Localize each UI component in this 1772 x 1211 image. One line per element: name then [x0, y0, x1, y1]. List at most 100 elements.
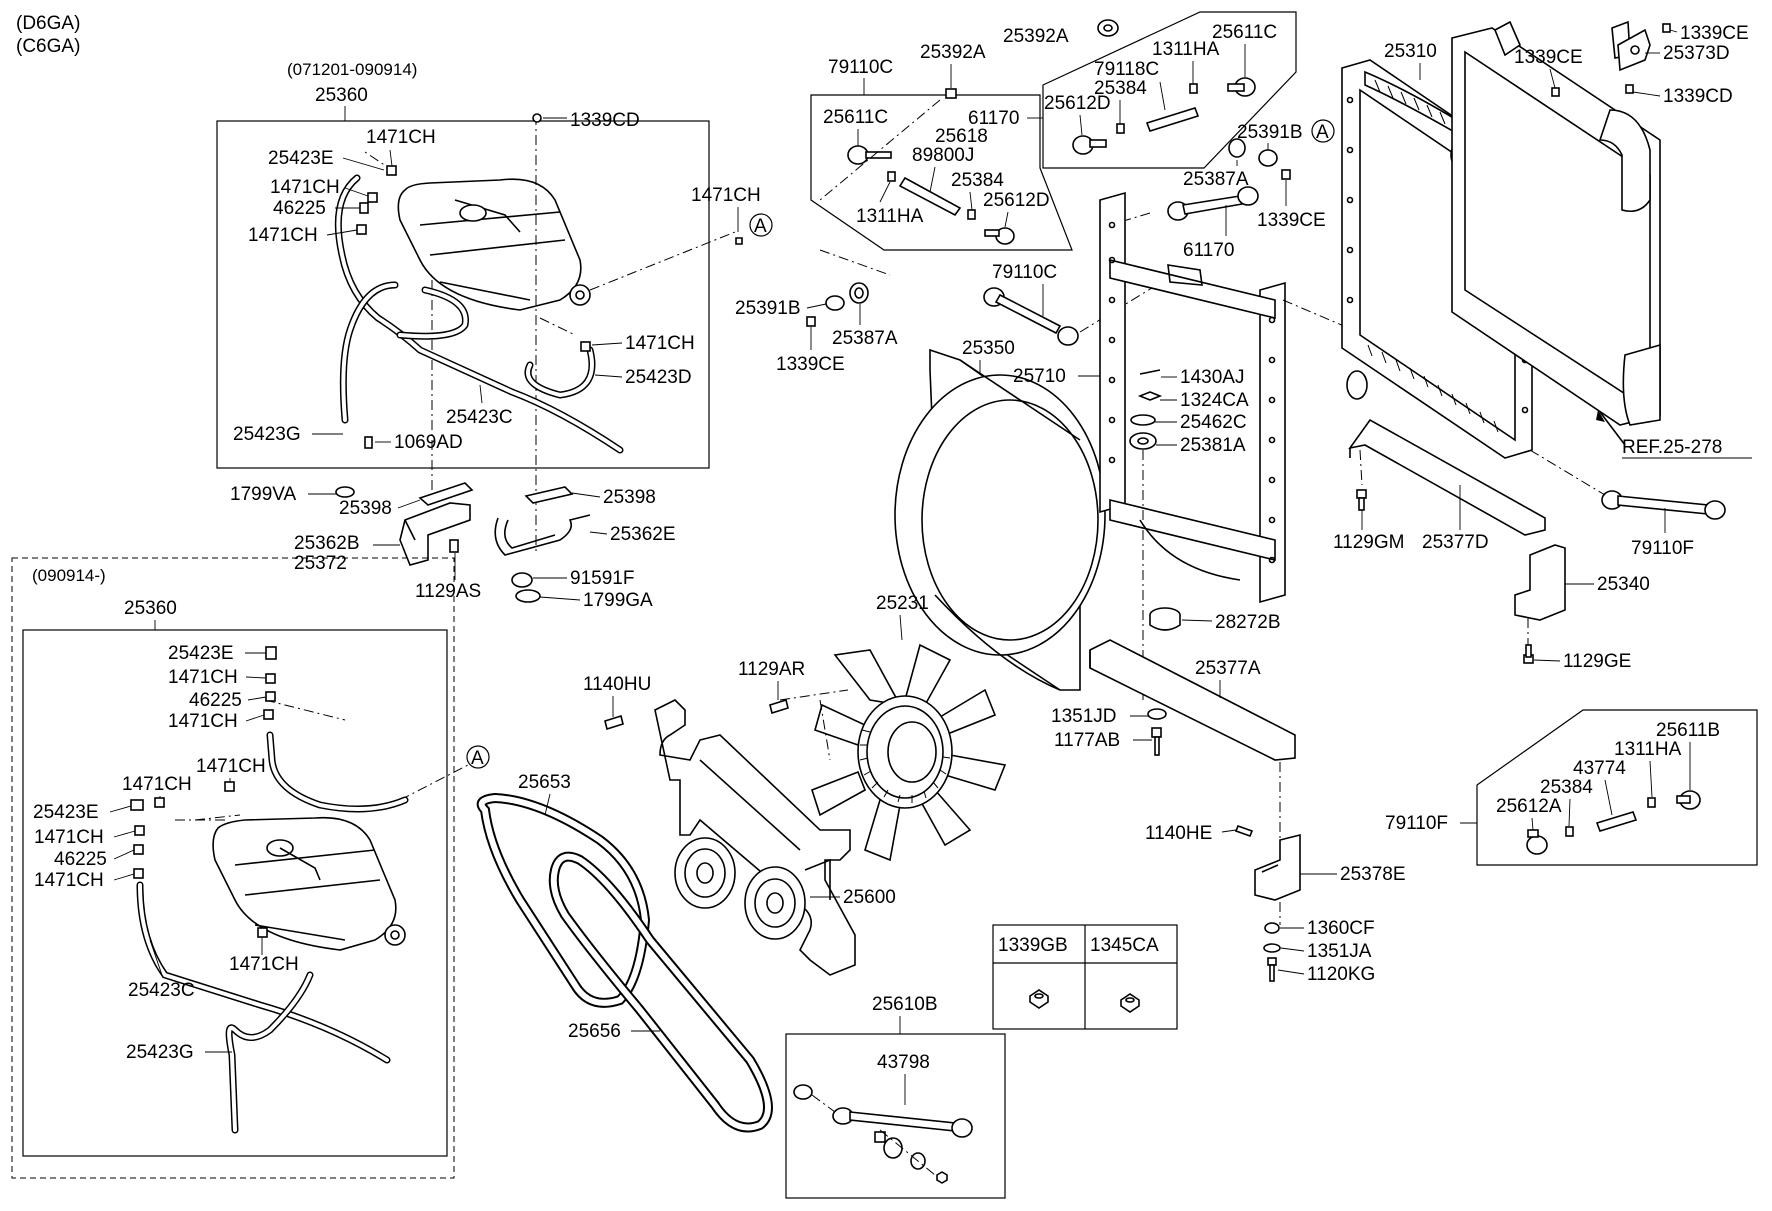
- label-43798: 43798: [877, 1052, 930, 1073]
- bush-parts-25391B: [806, 282, 869, 327]
- dash-tensioner-1: [811, 1094, 836, 1113]
- label-79110C-middle: 79110C: [992, 262, 1057, 283]
- table-header-1345CA: 1345CA: [1090, 935, 1159, 956]
- label-25423G-lower: 25423G: [126, 1042, 194, 1063]
- label-25384-top: 25384: [1094, 78, 1147, 99]
- label-1140HU: 1140HU: [583, 674, 651, 695]
- label-89800J: 89800J: [912, 145, 974, 166]
- bracket-25378E: [1254, 833, 1301, 901]
- leader: [344, 187, 369, 197]
- leader: [1181, 619, 1213, 622]
- label-1129GM: 1129GM: [1333, 532, 1404, 553]
- leader: [539, 596, 581, 601]
- lower-group-dashed-frame: [11, 557, 455, 1179]
- label-25377A: 25377A: [1195, 658, 1261, 679]
- label-25387A-middle: 25387A: [832, 328, 898, 349]
- leader: [397, 499, 421, 509]
- label-25231: 25231: [876, 593, 929, 614]
- bracket-25373D: [1617, 28, 1651, 72]
- fastener-table: [992, 924, 1178, 1030]
- label-25378E: 25378E: [1340, 864, 1406, 885]
- dash-79110C-group: [819, 99, 941, 201]
- leader: [109, 805, 132, 813]
- bracket-25340: [1514, 544, 1566, 621]
- mount-parts-stack: [1129, 369, 1163, 450]
- label-25423E-lower-a: 25423E: [168, 643, 234, 664]
- label-1339CE-right-top: 1339CE: [1680, 23, 1749, 44]
- bolt-1129AS: [449, 539, 459, 553]
- label-25360-upper: 25360: [315, 85, 368, 106]
- label-1430AJ: 1430AJ: [1180, 367, 1244, 388]
- strut-79110C-middle: [983, 287, 1079, 346]
- label-25423C-upper: 25423C: [446, 407, 513, 428]
- label-1471CH-lower-c: 1471CH: [196, 756, 266, 777]
- leader: [1159, 81, 1166, 111]
- dash-lower-1: [264, 699, 346, 721]
- bolt-1129AR: [769, 698, 789, 715]
- reservoir-tank-upper: [397, 178, 591, 311]
- label-25653: 25653: [518, 772, 571, 793]
- label-46225-lower-a: 46225: [189, 690, 242, 711]
- label-25710: 25710: [1013, 366, 1066, 387]
- leader: [544, 793, 551, 816]
- leader: [1533, 659, 1561, 662]
- table-header-1339GB: 1339GB: [998, 935, 1068, 956]
- hose-25423C-upper: [334, 174, 624, 454]
- strut-parts-79110F: [1526, 790, 1701, 855]
- hose-25423G-lower: [225, 971, 314, 1134]
- label-25387A-top: 25387A: [1183, 169, 1249, 190]
- label-25618: 25618: [935, 126, 988, 147]
- label-25392A-middle: 25392A: [920, 42, 986, 63]
- label-1311HA-middle: 1311HA: [856, 206, 924, 227]
- dash-lower-A: [399, 764, 469, 801]
- nut-1339CE-right: [1551, 87, 1560, 97]
- label-1471CH-A: 1471CH: [691, 185, 761, 206]
- strut-box-79110F: [1476, 709, 1758, 866]
- label-25373D: 25373D: [1663, 43, 1730, 64]
- ref-label: REF.25-278: [1622, 437, 1722, 458]
- label-1471CH-lower-a: 1471CH: [168, 667, 238, 688]
- label-1360CF: 1360CF: [1307, 918, 1375, 939]
- dash-lower-2: [194, 814, 241, 821]
- strut-box-61170: [1042, 11, 1297, 169]
- bracket-25377A: [1089, 639, 1296, 761]
- label-1339CE-middle: 1339CE: [776, 354, 845, 375]
- label-1311HA-right: 1311HA: [1614, 739, 1682, 760]
- leader: [149, 939, 164, 979]
- dash-25387A: [819, 249, 891, 276]
- bracket-25362B: [399, 502, 471, 566]
- label-1799VA: 1799VA: [230, 484, 297, 505]
- circle-ref-A-upper-text: A: [754, 216, 767, 237]
- dash-to-A: [589, 231, 736, 291]
- label-1471CH-lower-d: 1471CH: [122, 774, 192, 795]
- bolt-1140HE: [1234, 824, 1254, 838]
- bolt-1140HU: [604, 714, 624, 731]
- leader: [113, 873, 135, 881]
- label-25384-right: 25384: [1540, 777, 1593, 798]
- washer-25392A-top: [1097, 19, 1119, 37]
- leader: [571, 492, 601, 498]
- fan-shroud-25350: [894, 348, 1106, 691]
- label-25611C-left: 25611C: [823, 107, 888, 128]
- small-fittings-upper: [335, 113, 743, 498]
- strut-61170-lower: [1167, 186, 1259, 221]
- label-79118C: 79118C: [1094, 59, 1159, 80]
- bolt-parts-1351JD: [1147, 708, 1167, 756]
- label-25612D-middle: 25612D: [983, 190, 1050, 211]
- strut-box-79110C: [810, 94, 1073, 251]
- dash-fan: [779, 689, 849, 701]
- label-25381A: 25381A: [1180, 435, 1246, 456]
- label-25423D-upper: 25423D: [625, 367, 692, 388]
- label-1120KG: 1120KG: [1307, 964, 1375, 985]
- hose-25423C-lower: [136, 881, 391, 1064]
- label-25350: 25350: [962, 338, 1015, 359]
- engine-code-1: (D6GA): [16, 13, 80, 34]
- label-1311HA-top: 1311HA: [1152, 39, 1220, 60]
- bracket-25398-left: [418, 482, 474, 506]
- leader: [342, 157, 385, 171]
- leader: [591, 342, 623, 346]
- label-1339CE-right-mid: 1339CE: [1514, 47, 1583, 68]
- label-25656: 25656: [568, 1021, 621, 1042]
- leader: [929, 166, 936, 193]
- bracket-25377D: [1348, 418, 1546, 536]
